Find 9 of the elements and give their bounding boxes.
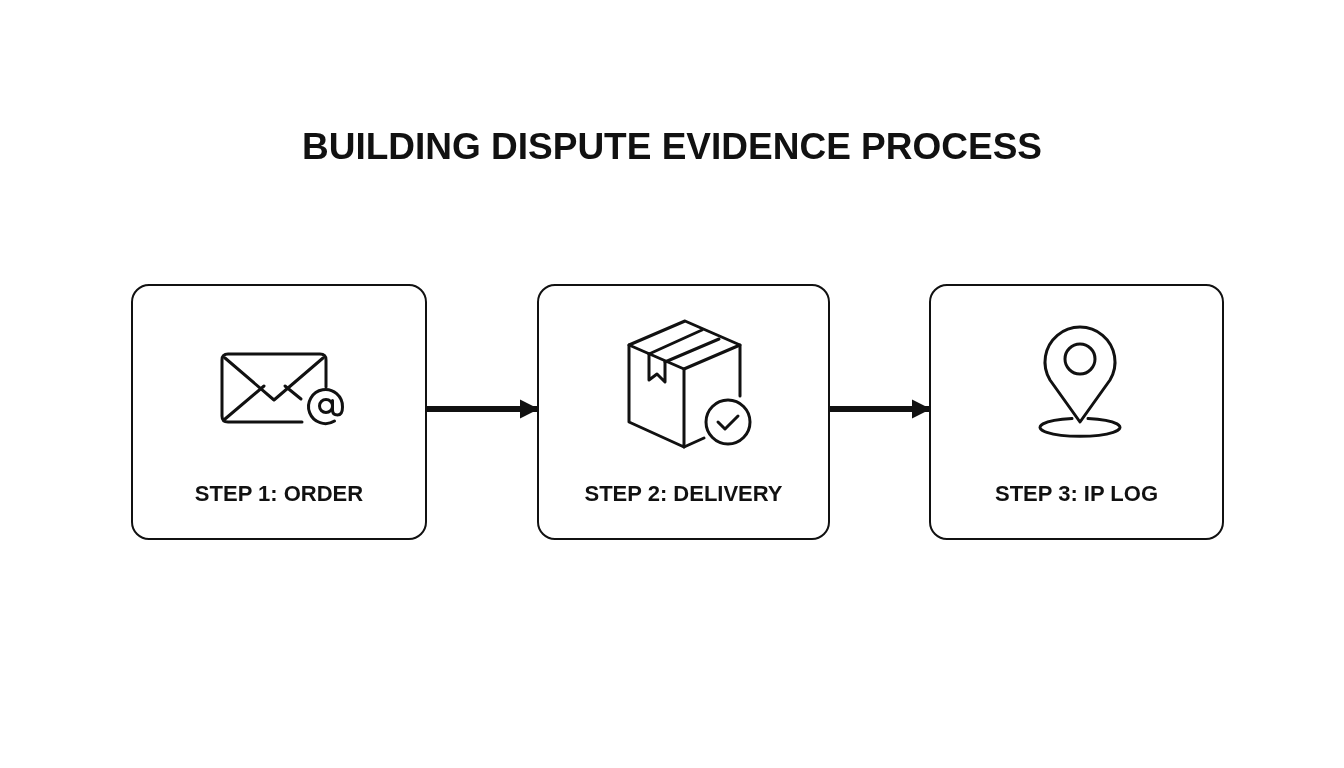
step-box (131, 284, 427, 540)
step-label: STEP 3: IP LOG (995, 481, 1158, 507)
step-label: STEP 1: ORDER (194, 481, 364, 507)
arrow (830, 399, 931, 419)
diagram-title: BUILDING DISPUTE EVIDENCE PROCESS (300, 126, 1044, 168)
step-box (537, 284, 830, 540)
arrow (427, 399, 539, 419)
step-box (929, 284, 1224, 540)
step-label: STEP 2: DELIVERY (584, 481, 783, 507)
